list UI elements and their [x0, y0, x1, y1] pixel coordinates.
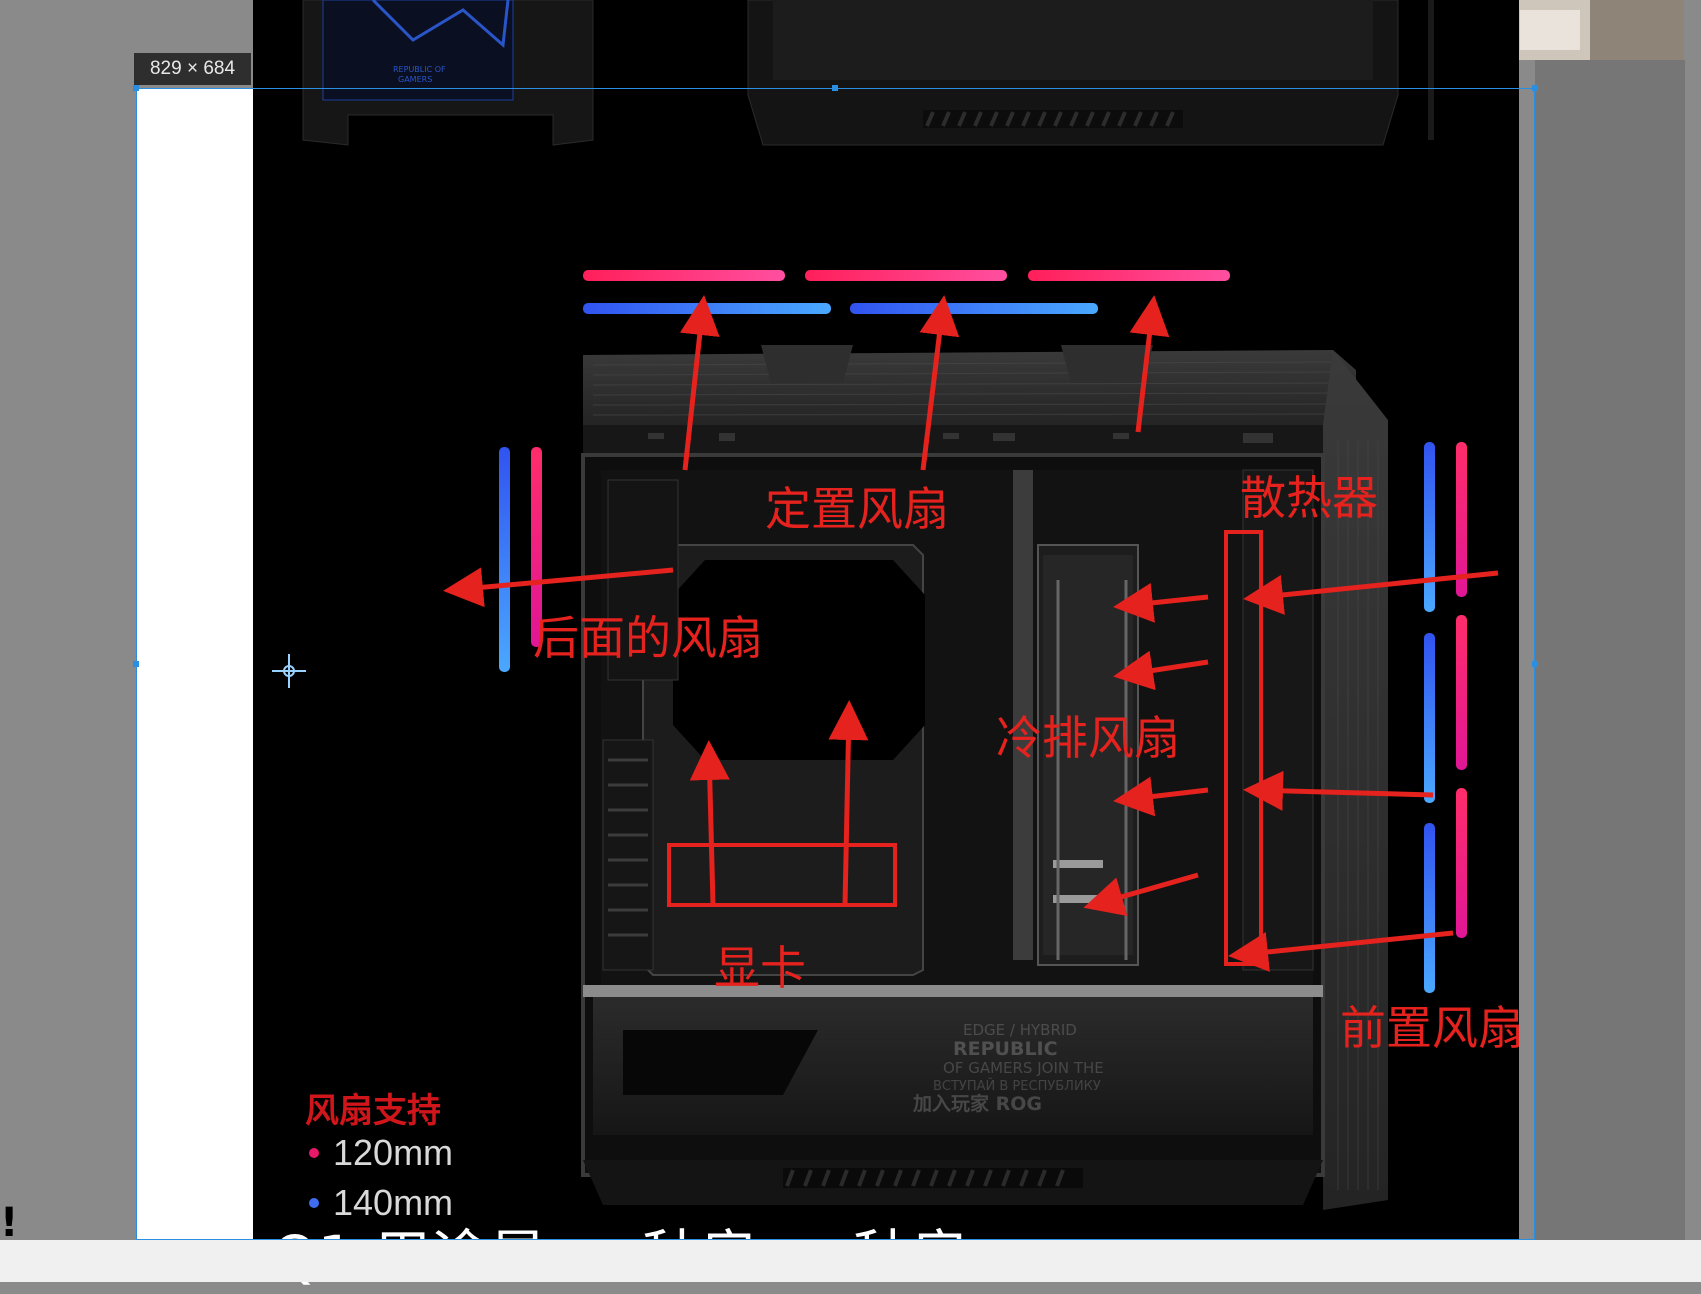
- svg-text:REPUBLIC: REPUBLIC: [953, 1038, 1058, 1060]
- image-white-margin: [136, 88, 254, 1240]
- canvas-background-right: [1535, 60, 1685, 1240]
- pc-case-airflow-image[interactable]: REPUBLIC OF GAMERS: [253, 0, 1519, 1240]
- front-fan-indicators: [1424, 442, 1467, 993]
- blue-dot-icon: [309, 1198, 319, 1208]
- legend-item-140mm: 140mm: [309, 1182, 453, 1224]
- bottom-status-strip: [0, 1240, 1701, 1282]
- top-fan-indicators: [583, 270, 1230, 314]
- edge-fragment-icon: !: [0, 1200, 19, 1246]
- legend-item-label: 140mm: [333, 1182, 454, 1223]
- legend-item-label: 120mm: [333, 1132, 454, 1173]
- resize-handle-top-right[interactable]: [1532, 85, 1538, 91]
- resize-handle-left[interactable]: [133, 661, 139, 667]
- annotation-front-fans: 前置风扇: [1340, 1001, 1519, 1055]
- pc-case-illustration: REPUBLIC OF GAMERS: [302, 0, 1499, 1210]
- svg-text:ВСТУПАЙ В РЕСПУБЛИКУ: ВСТУПАЙ В РЕСПУБЛИКУ: [933, 1078, 1101, 1094]
- crosshair-cursor-icon: [272, 654, 306, 688]
- annotation-gpu: 显卡: [714, 941, 806, 995]
- svg-text:加入玩家 ROG: 加入玩家 ROG: [912, 1092, 1042, 1115]
- airflow-annotations: [443, 295, 1499, 972]
- svg-text:REPUBLIC OF: REPUBLIC OF: [393, 65, 446, 74]
- legend-item-120mm: 120mm: [309, 1132, 453, 1174]
- annotation-top-fans: 定置风扇: [765, 482, 949, 536]
- rear-fan-indicators: [499, 447, 542, 672]
- svg-text:EDGE / HYBRID: EDGE / HYBRID: [963, 1021, 1077, 1039]
- resize-handle-top[interactable]: [832, 85, 838, 91]
- adjacent-photo-thumbnail[interactable]: [1460, 0, 1684, 60]
- selection-size-badge: 829 × 684: [134, 53, 251, 85]
- previous-section-cases: REPUBLIC OF GAMERS: [302, 0, 1434, 146]
- annotation-rear-fan: 后面的风扇: [533, 611, 763, 665]
- fan-support-legend-title: 风扇支持: [305, 1091, 441, 1131]
- resize-handle-top-left[interactable]: [133, 85, 139, 91]
- svg-text:OF GAMERS JOIN THE: OF GAMERS JOIN THE: [943, 1059, 1104, 1077]
- svg-text:GAMERS: GAMERS: [398, 75, 432, 84]
- resize-handle-right[interactable]: [1532, 661, 1538, 667]
- pink-dot-icon: [309, 1148, 319, 1158]
- annotation-radiator: 散热器: [1240, 471, 1378, 525]
- annotation-radiator-fans: 冷排风扇: [996, 711, 1180, 765]
